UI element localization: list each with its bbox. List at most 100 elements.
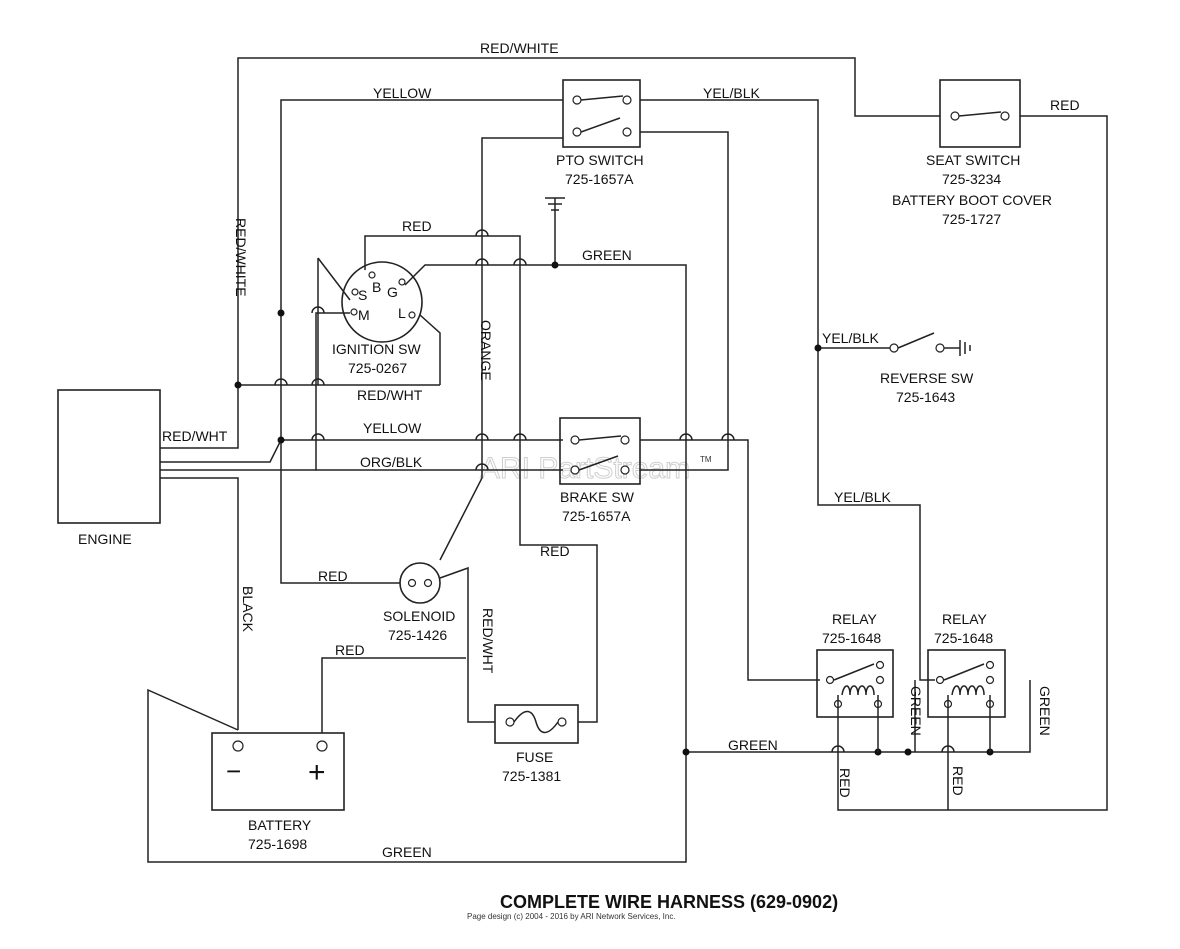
terminal [620, 465, 630, 475]
brake-switch-label: BRAKE SW [560, 489, 635, 505]
wire-label: GREEN [728, 737, 778, 753]
relay-coil [951, 685, 985, 696]
wire-label: RED [1050, 97, 1080, 113]
fuse-box [494, 704, 579, 744]
battery: − + BATTERY 725-1698 [211, 732, 345, 852]
wire-red-seat [837, 115, 1108, 811]
wire-ign-red [364, 235, 598, 723]
wire-engine-red-wht [160, 384, 440, 449]
brake-switch-box [559, 417, 641, 485]
ignition-terminal-s: S [358, 287, 367, 303]
pto-switch-label: PTO SWITCH [556, 152, 644, 168]
wire-brake-right [640, 439, 820, 681]
wire-label: BLACK [240, 586, 256, 633]
crossing-hop [475, 433, 489, 441]
battery-part: 725-1698 [248, 836, 307, 852]
wire-label: RED/WHT [480, 608, 496, 674]
wire-engine-org-blk [160, 312, 350, 471]
relay-1-part: 725-1648 [822, 630, 881, 646]
junction-dot [277, 309, 285, 317]
terminal [368, 271, 376, 279]
reverse-switch-label: REVERSE SW [880, 370, 974, 386]
solenoid-part: 725-1426 [388, 627, 447, 643]
wire-labels: RED/WHITE YELLOW YEL/BLK RED RED/WHITE R… [162, 40, 1080, 860]
wire-battery-red [321, 657, 466, 733]
fuse: FUSE 725-1381 [494, 704, 579, 784]
ignition-switch-body [341, 261, 423, 343]
terminal [572, 127, 582, 137]
crossing-hop [513, 433, 527, 441]
terminal [557, 717, 567, 727]
battery-boot-cover-part: 725-1727 [942, 211, 1001, 227]
ignition-switch-part: 725-0267 [348, 360, 407, 376]
junction-dot [814, 344, 822, 352]
ignition-terminal-b: B [372, 279, 381, 295]
solenoid-label: SOLENOID [383, 608, 455, 624]
wire-label: RED [335, 642, 365, 658]
battery-label: BATTERY [248, 817, 312, 833]
terminal [875, 675, 885, 685]
wire-yel-blk-top [640, 99, 935, 681]
terminal [351, 288, 359, 296]
brake-switch-part: 725-1657A [562, 508, 631, 524]
wire-label: YELLOW [373, 85, 432, 101]
fuse-label: FUSE [516, 749, 553, 765]
terminal [505, 717, 515, 727]
battery-boot-cover-label: BATTERY BOOT COVER [892, 192, 1052, 208]
crossing-hop [475, 258, 489, 266]
relay-coil [841, 685, 875, 696]
wire-yellow-top [280, 99, 563, 440]
wire-label: RED [540, 543, 570, 559]
wire-ign-l [419, 314, 441, 385]
terminal [875, 660, 885, 670]
wire-orange [439, 137, 563, 561]
ignition-terminal-g: G [387, 284, 398, 300]
pto-switch-part: 725-1657A [565, 171, 634, 187]
wire-label: YEL/BLK [703, 85, 760, 101]
seat-switch-label: SEAT SWITCH [926, 152, 1020, 168]
relay-1: RELAY 725-1648 [816, 611, 894, 752]
pto-switch: PTO SWITCH 725-1657A [556, 79, 644, 187]
wire-pto-right [640, 131, 729, 471]
crossing-hop [311, 306, 325, 314]
crossing-hop [513, 258, 527, 266]
wire-ign-left [317, 257, 351, 301]
terminal [985, 675, 995, 685]
ignition-switch-label: IGNITION SW [332, 341, 421, 357]
junction-dot [682, 748, 690, 756]
engine-label: ENGINE [78, 531, 132, 547]
terminal [889, 343, 899, 353]
copyright-footer: Page design (c) 2004 - 2016 by ARI Netwo… [467, 912, 676, 921]
brake-switch: BRAKE SW 725-1657A [559, 417, 641, 524]
wire-crossings [274, 229, 955, 753]
solenoid: SOLENOID 725-1426 [383, 562, 455, 643]
wire-label: RED [950, 766, 966, 796]
wire-engine-yellow [160, 439, 563, 463]
wire-label: RED/WHT [357, 387, 423, 403]
relay-2-label: RELAY [942, 611, 988, 627]
wire-label: RED [402, 218, 432, 234]
diagram-title: COMPLETE WIRE HARNESS (629-0902) [500, 892, 838, 912]
wire-green-bottom [147, 680, 1031, 863]
crossing-hop [475, 229, 489, 237]
terminal [935, 343, 945, 353]
terminal [350, 308, 358, 316]
terminal [398, 278, 406, 286]
wire-label: RED [837, 768, 853, 798]
wire-label: GREEN [1037, 686, 1053, 736]
seat-switch-part: 725-3234 [942, 171, 1001, 187]
crossing-hop [311, 433, 325, 441]
terminal [935, 675, 945, 685]
wire-engine-black [160, 477, 239, 730]
terminal [622, 127, 632, 137]
terminal [620, 435, 630, 445]
wire-label: RED/WHT [162, 428, 228, 444]
terminal [570, 435, 580, 445]
wire-label: YEL/BLK [822, 330, 879, 346]
reverse-switch: REVERSE SW 725-1643 [880, 332, 974, 405]
relay-1-box [816, 649, 894, 718]
wire-solenoid-redwht [439, 566, 495, 723]
engine: ENGINE [57, 389, 161, 547]
pto-switch-box [562, 79, 641, 148]
wire-label: GREEN [582, 247, 632, 263]
